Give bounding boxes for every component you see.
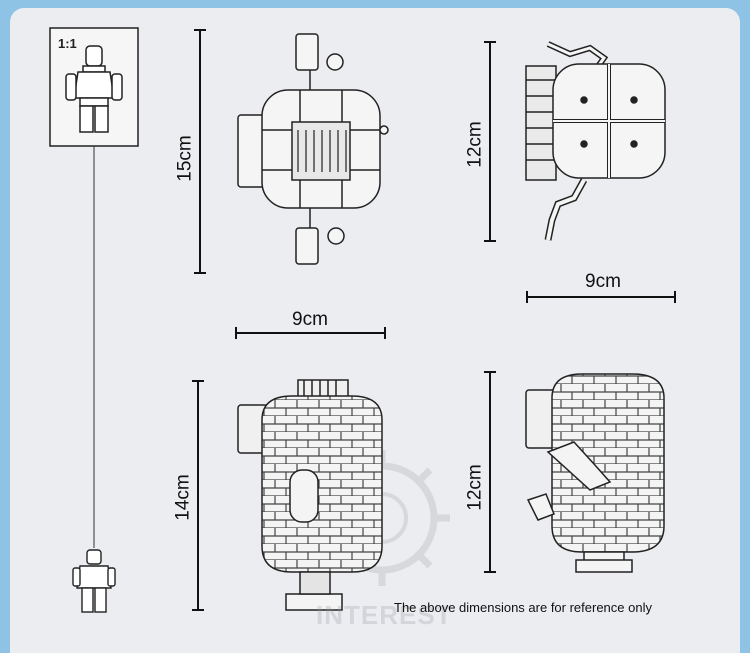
back-height-label: 12cm: [464, 464, 486, 511]
watermark-text: INTEREST: [316, 600, 453, 630]
top-height-label: 12cm: [464, 121, 486, 168]
dimension-lines: [192, 29, 676, 611]
scale-label: 1:1: [58, 36, 77, 51]
model-side-view: [237, 379, 383, 611]
front-width-label: 9cm: [292, 309, 328, 330]
reference-note: The above dimensions are for reference o…: [394, 600, 652, 615]
front-height-label: 15cm: [174, 135, 196, 182]
model-top-view: [525, 41, 666, 241]
model-front-view: [237, 33, 389, 265]
model-back-view: [525, 373, 665, 573]
side-height-label: 14cm: [172, 474, 194, 521]
top-width-label: 9cm: [585, 271, 621, 292]
minifig-small: [72, 549, 116, 613]
